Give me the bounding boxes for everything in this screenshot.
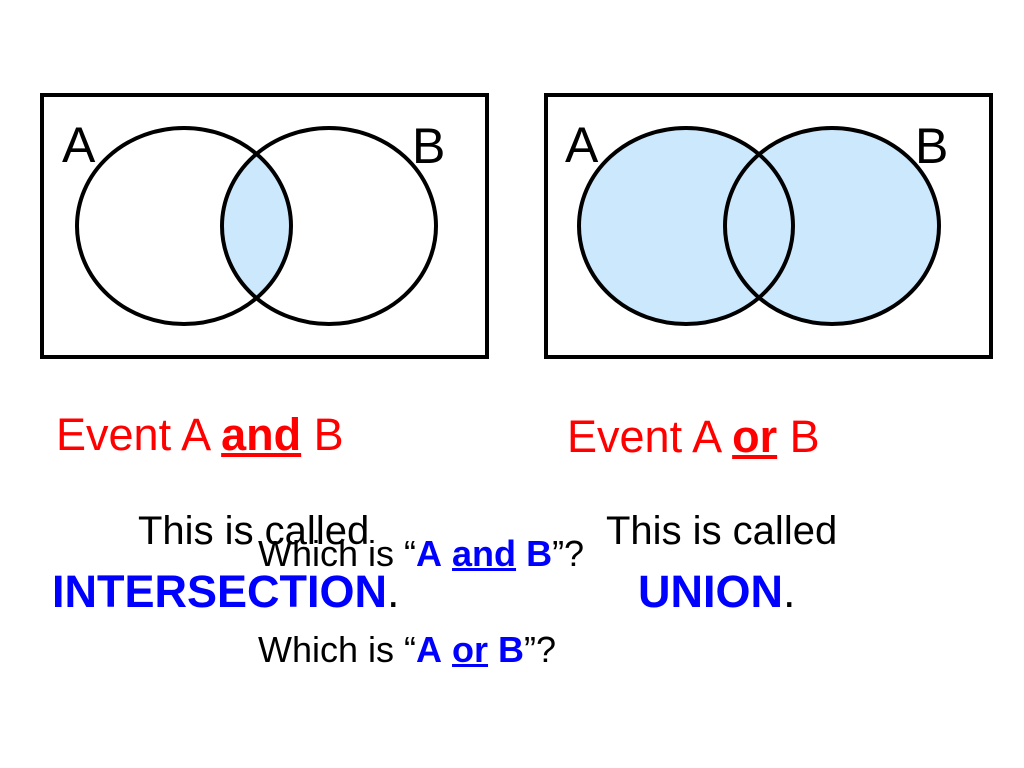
left-called-text: This is called xyxy=(138,509,370,553)
event-or-prefix: Event A xyxy=(567,411,720,462)
question-or: Which is “A or B”? xyxy=(258,632,556,668)
question-or-prefix: Which is “ xyxy=(258,629,417,670)
set-label-b-right: B xyxy=(915,118,948,174)
event-or-suffix: B xyxy=(789,411,820,462)
question-or-op: or xyxy=(452,629,489,670)
right-called-text: This is called xyxy=(606,509,838,553)
event-and-prefix: Event A xyxy=(56,409,209,460)
event-or-caption: Event A or B xyxy=(567,414,820,459)
union-word: UNION xyxy=(638,566,783,617)
union-term: UNION. xyxy=(638,569,796,614)
event-or-keyword: or xyxy=(732,411,778,462)
circle-a-left xyxy=(75,126,293,326)
intersection-word: INTERSECTION xyxy=(52,566,388,617)
circle-a-right xyxy=(577,126,795,326)
question-and-a: A xyxy=(416,533,443,574)
union-diagram: A B xyxy=(544,93,993,359)
intersection-term: INTERSECTION. xyxy=(52,569,400,614)
question-and-b: B xyxy=(526,533,553,574)
event-and-keyword: and xyxy=(221,409,302,460)
venn-diagrams: A B A B xyxy=(40,93,993,359)
union-period: . xyxy=(783,566,796,617)
question-and-suffix: ”? xyxy=(552,533,585,574)
question-and: Which is “A and B”? xyxy=(258,536,584,572)
question-or-a: A xyxy=(416,629,443,670)
question-and-prefix: Which is “ xyxy=(258,533,417,574)
circle-b-right xyxy=(723,126,941,326)
set-label-a-right: A xyxy=(565,117,599,173)
question-and-op: and xyxy=(452,533,517,574)
set-label-b-left: B xyxy=(412,118,445,174)
event-and-caption: Event A and B xyxy=(56,412,344,457)
set-label-a-left: A xyxy=(62,117,96,173)
event-and-suffix: B xyxy=(313,409,344,460)
intersection-diagram: A B xyxy=(40,93,489,359)
circle-b-left xyxy=(220,126,438,326)
intersection-period: . xyxy=(387,566,400,617)
question-or-b: B xyxy=(498,629,525,670)
question-or-suffix: ”? xyxy=(524,629,557,670)
